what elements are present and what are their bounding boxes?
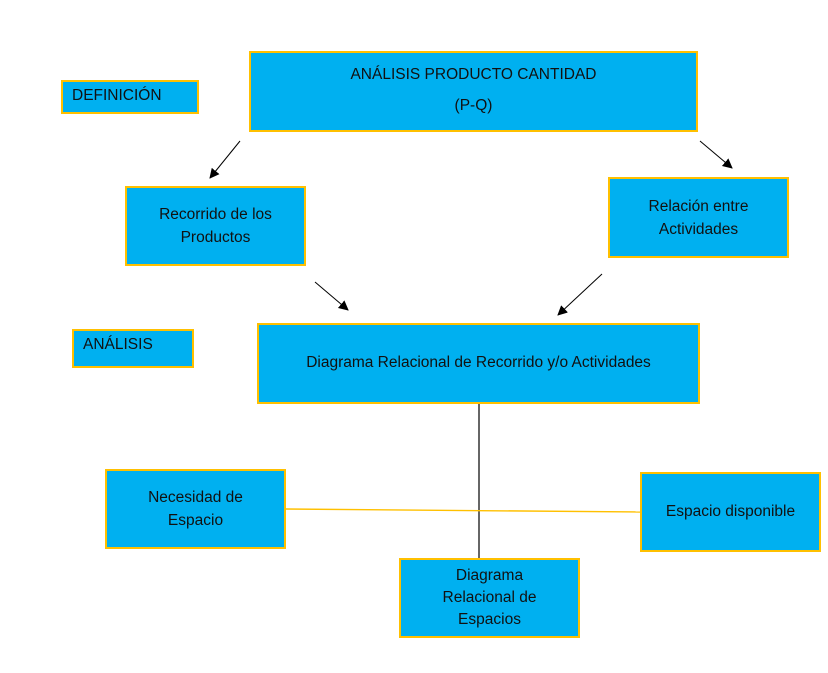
node-main-line1: ANÁLISIS PRODUCTO CANTIDAD bbox=[350, 65, 597, 83]
node-necesidad-line1: Necesidad de bbox=[148, 489, 243, 506]
arrow-main-to-relacion bbox=[699, 140, 733, 169]
analisis-label-text: ANÁLISIS bbox=[83, 336, 153, 353]
node-necesidad-espacio: Necesidad de Espacio bbox=[105, 469, 286, 549]
definicion-label-text: DEFINICIÓN bbox=[72, 87, 162, 104]
arrow-recorrido-to-diagrama bbox=[314, 281, 349, 311]
node-espacio-disponible-line1: Espacio disponible bbox=[665, 502, 796, 520]
node-diagrama-relacional-line1: Diagrama Relacional de Recorrido y/o Act… bbox=[306, 354, 651, 371]
node-espacio-disponible: Espacio disponible bbox=[640, 472, 821, 552]
arrow-relacion-to-diagrama bbox=[557, 273, 603, 316]
line-necesidad-to-disponible bbox=[284, 508, 642, 513]
node-espacios-line3: Espacios bbox=[458, 611, 521, 628]
node-analisis-producto-cantidad: ANÁLISIS PRODUCTO CANTIDAD (P-Q) bbox=[249, 51, 698, 132]
node-recorrido-line1: Recorrido de los bbox=[159, 206, 272, 223]
node-relacion-line1: Relación entre bbox=[648, 197, 749, 215]
node-espacios-line1: Diagrama bbox=[455, 567, 524, 584]
definicion-label: DEFINICIÓN bbox=[61, 80, 199, 114]
node-main-line2: (P-Q) bbox=[454, 96, 493, 114]
analisis-label: ANÁLISIS bbox=[72, 329, 194, 368]
node-relacion-actividades: Relación entre Actividades bbox=[608, 177, 789, 258]
node-diagrama-relacional-recorrido: Diagrama Relacional de Recorrido y/o Act… bbox=[257, 323, 700, 404]
node-necesidad-line2: Espacio bbox=[167, 512, 224, 529]
node-diagrama-relacional-espacios: Diagrama Relacional de Espacios bbox=[399, 558, 580, 638]
node-recorrido-productos: Recorrido de los Productos bbox=[125, 186, 306, 266]
arrow-main-to-recorrido bbox=[209, 140, 241, 179]
node-relacion-line2: Actividades bbox=[658, 220, 739, 238]
node-recorrido-line2: Productos bbox=[180, 229, 251, 246]
node-espacios-line2: Relacional de bbox=[442, 589, 537, 606]
